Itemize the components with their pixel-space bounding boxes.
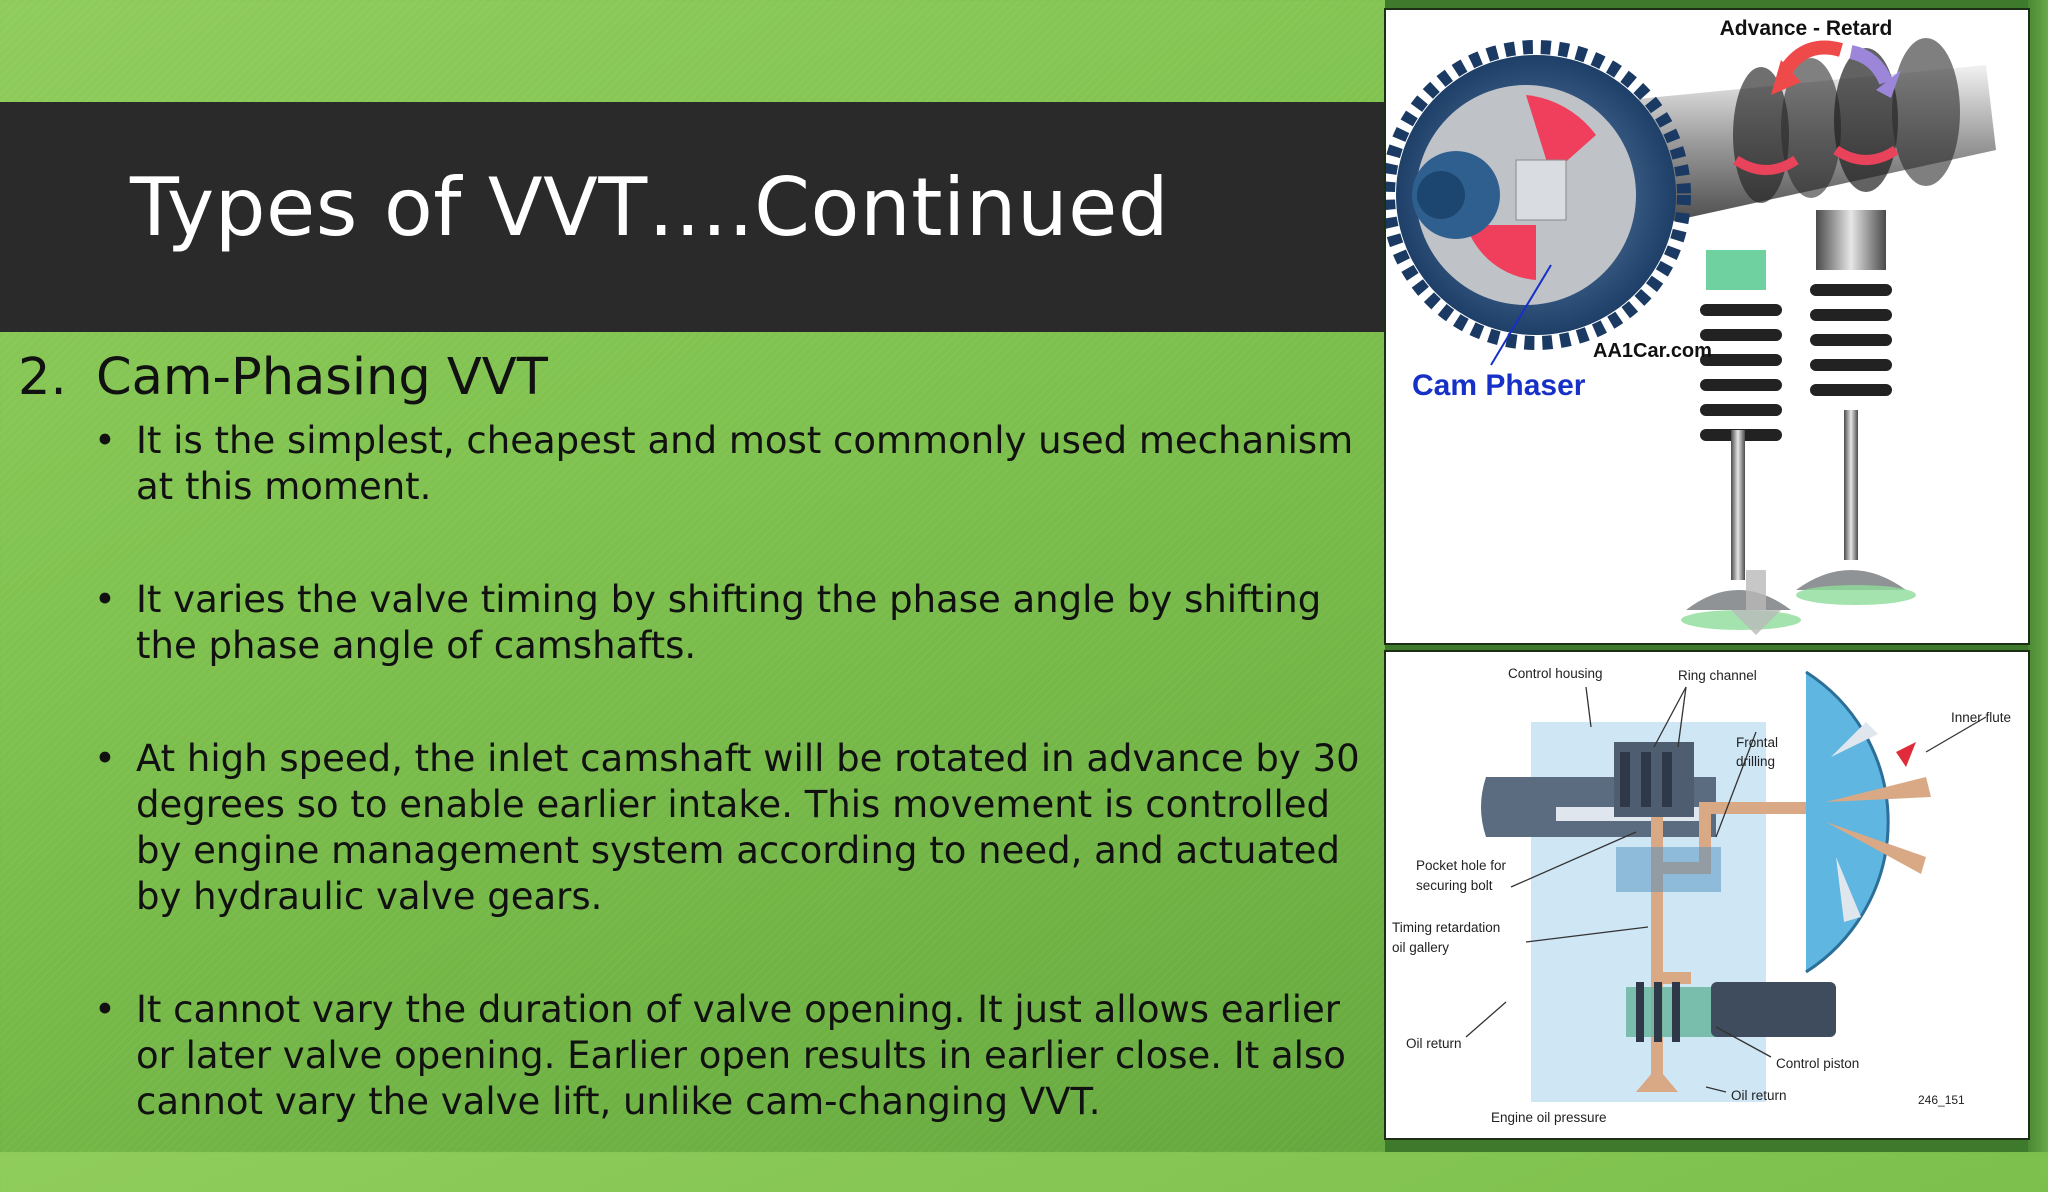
oil-return-left-label: Oil return (1406, 1036, 1462, 1051)
ring-channel-label: Ring channel (1678, 668, 1757, 683)
bullet-item: • At high speed, the inlet camshaft will… (94, 736, 1374, 920)
slide-edge-strip (2028, 0, 2048, 1152)
bullet-list: • It is the simplest, cheapest and most … (94, 418, 1374, 1192)
timing-retardation-label-2: oil gallery (1392, 940, 1449, 955)
control-piston-label: Control piston (1776, 1056, 1859, 1071)
bullet-marker: • (94, 578, 116, 621)
advance-retard-label: Advance - Retard (1720, 17, 1893, 40)
bullet-marker: • (94, 737, 116, 780)
hydraulic-control-figure: Control housing Ring channel Frontal dri… (1384, 650, 2030, 1140)
oil-return-bottom-label: Oil return (1731, 1088, 1787, 1103)
section-heading-text: Cam-Phasing VVT (96, 348, 548, 407)
control-piston-shape (1711, 982, 1836, 1037)
valve-spring-right (1796, 210, 1906, 590)
bullet-item: • It cannot vary the duration of valve o… (94, 987, 1374, 1125)
pocket-hole-label-2: securing bolt (1416, 878, 1493, 893)
pocket-hole-label-1: Pocket hole for (1416, 858, 1507, 873)
inner-flute-label: Inner flute (1951, 710, 2011, 725)
valve-spring-left (1686, 250, 1791, 610)
retard-arrow (1849, 45, 1893, 85)
bullet-text: It cannot vary the duration of valve ope… (136, 988, 1346, 1123)
hydraulic-control-diagram: Control housing Ring channel Frontal dri… (1392, 666, 2011, 1125)
cam-phaser-figure: Advance - Retard AA1Car.com Cam Phaser (1384, 8, 2030, 645)
title-band (0, 102, 1385, 332)
bullet-text: It varies the valve timing by shifting t… (136, 578, 1322, 667)
bullet-item: • It varies the valve timing by shifting… (94, 577, 1374, 669)
engine-oil-pressure-label: Engine oil pressure (1491, 1110, 1607, 1125)
bullet-text: At high speed, the inlet camshaft will b… (136, 737, 1360, 918)
advance-arrow (1780, 40, 1843, 75)
frontal-drilling-label-2: drilling (1736, 754, 1775, 769)
down-arrow-icon (1731, 570, 1781, 635)
frontal-drilling-label-1: Frontal (1736, 735, 1778, 750)
control-housing-label: Control housing (1508, 666, 1603, 681)
bullet-text: It is the simplest, cheapest and most co… (136, 419, 1354, 508)
slide-title: Types of VVT….Continued (130, 161, 1170, 254)
site-label: AA1Car.com (1593, 340, 1712, 362)
section-number: 2. (18, 348, 67, 407)
cam-phaser-illustration: Advance - Retard AA1Car.com Cam Phaser (1386, 17, 1996, 635)
figure-code-label: 246_151 (1918, 1093, 1965, 1107)
cam-phaser-label: Cam Phaser (1412, 369, 1586, 402)
bullet-marker: • (94, 988, 116, 1031)
bullet-marker: • (94, 419, 116, 462)
bullet-item: • It is the simplest, cheapest and most … (94, 418, 1374, 510)
timing-retardation-label-1: Timing retardation (1392, 920, 1500, 935)
rotor-section (1806, 672, 1889, 972)
section-heading: 2. Cam-Phasing VVT (18, 348, 548, 407)
